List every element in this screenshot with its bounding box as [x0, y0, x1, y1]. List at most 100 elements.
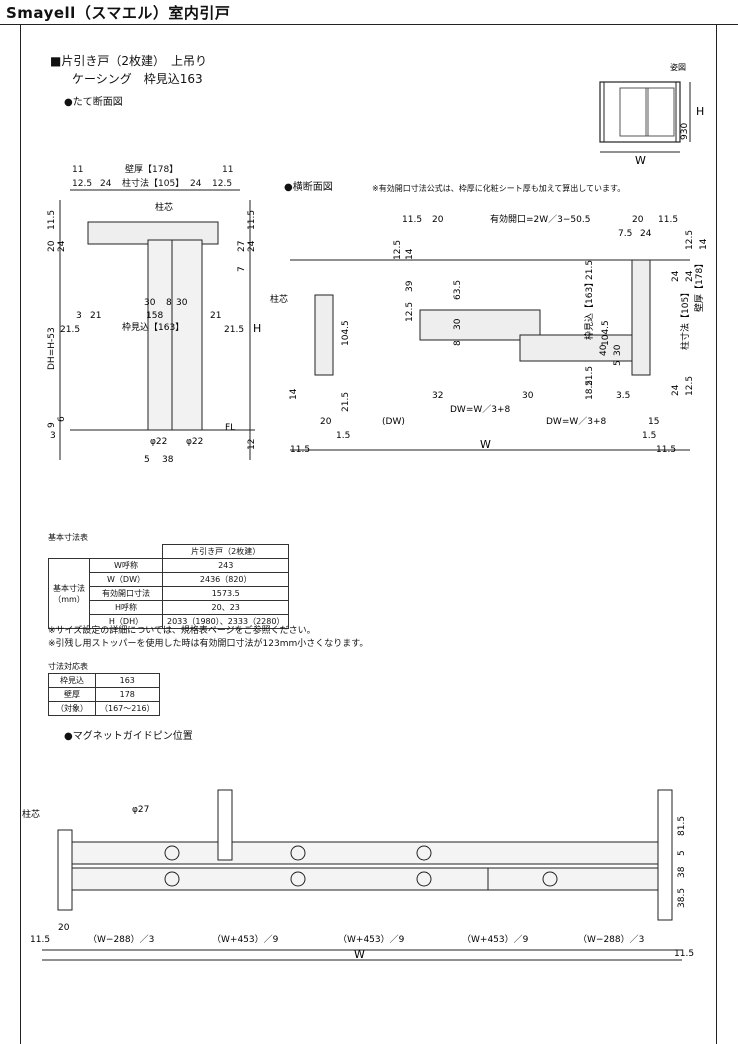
svg-text:柱芯: 柱芯: [155, 201, 173, 213]
svg-text:21.5: 21.5: [224, 325, 244, 335]
table1-header: 片引き戸（2枚建）: [161, 544, 290, 559]
svg-text:24: 24: [671, 384, 681, 396]
svg-text:20: 20: [432, 215, 444, 225]
svg-text:12: 12: [247, 439, 257, 450]
svg-text:壁厚【178】: 壁厚【178】: [125, 163, 178, 175]
note-2: ※引残し用ストッパーを使用した時は有効開口寸法が123mm小さくなります。: [48, 639, 369, 649]
svg-text:30: 30: [613, 344, 623, 356]
svg-text:6: 6: [57, 416, 67, 422]
svg-text:30: 30: [144, 298, 156, 308]
svg-text:14: 14: [405, 248, 415, 260]
guide-pin: [416, 871, 432, 887]
svg-text:20: 20: [47, 240, 57, 252]
page-frame: [20, 25, 717, 1044]
svg-text:20: 20: [58, 923, 70, 933]
svg-text:枠見込【163】: 枠見込【163】: [122, 321, 184, 333]
svg-text:38: 38: [162, 455, 174, 465]
svg-text:14: 14: [699, 238, 709, 250]
svg-text:柱寸法【105】: 柱寸法【105】: [122, 177, 184, 189]
section-horizontal-title: ●横断面図: [284, 182, 333, 193]
svg-text:11.5: 11.5: [674, 949, 694, 959]
svg-text:30: 30: [176, 298, 188, 308]
svg-text:5: 5: [613, 360, 623, 366]
svg-text:24: 24: [190, 179, 202, 189]
svg-text:14: 14: [289, 388, 299, 400]
svg-text:12.5: 12.5: [405, 302, 415, 322]
svg-text:30: 30: [522, 391, 534, 401]
svg-text:8: 8: [166, 298, 172, 308]
svg-text:12.5: 12.5: [212, 179, 232, 189]
svg-text:21: 21: [90, 311, 101, 321]
svg-text:11.5: 11.5: [247, 210, 257, 230]
svg-text:12.5: 12.5: [685, 376, 695, 396]
svg-text:柱芯: 柱芯: [22, 808, 40, 820]
heading-line2: ケーシング 枠見込163: [72, 72, 203, 86]
svg-text:11: 11: [222, 165, 233, 175]
svg-text:11: 11: [72, 165, 83, 175]
horizontal-note: ※有効開口寸法公式は、枠厚に化粧シート厚も加えて算出しています。: [372, 184, 626, 193]
svg-text:1.5: 1.5: [642, 431, 656, 441]
svg-text:（W+453）／9: （W+453）／9: [338, 934, 405, 945]
svg-text:12.5: 12.5: [393, 240, 403, 260]
key-plan-label: 姿図: [670, 62, 686, 72]
title-rule: [0, 24, 738, 25]
svg-text:H: H: [253, 322, 261, 335]
svg-text:φ22: φ22: [186, 437, 203, 447]
svg-text:W: W: [635, 154, 646, 167]
svg-text:20: 20: [320, 417, 332, 427]
svg-text:3: 3: [50, 431, 56, 441]
svg-text:5: 5: [144, 455, 150, 465]
page-title: Smayell（スマエル）室内引戸: [6, 4, 231, 22]
svg-text:5: 5: [677, 850, 687, 856]
svg-text:39: 39: [405, 280, 415, 292]
svg-text:7.5: 7.5: [618, 229, 632, 239]
svg-text:104.5: 104.5: [341, 320, 351, 346]
svg-text:15: 15: [648, 417, 659, 427]
svg-text:21.5: 21.5: [585, 366, 595, 386]
svg-text:11.5: 11.5: [658, 215, 678, 225]
section-magnet-title: ●マグネットガイドピン位置: [64, 731, 193, 742]
guide-pin: [164, 845, 180, 861]
svg-text:（W+453）／9: （W+453）／9: [462, 934, 529, 945]
note-1: ※サイズ設定の詳細については、規格表ページをご参照ください。: [48, 626, 316, 636]
svg-text:21.5: 21.5: [60, 325, 80, 335]
svg-text:158: 158: [146, 311, 163, 321]
svg-text:FL: FL: [225, 423, 235, 433]
svg-text:21: 21: [210, 311, 221, 321]
svg-text:18.5: 18.5: [585, 380, 595, 400]
svg-text:（W−288）／3: （W−288）／3: [578, 934, 644, 945]
svg-text:24: 24: [640, 229, 652, 239]
guide-pin: [290, 871, 306, 887]
svg-text:24: 24: [685, 270, 695, 282]
svg-text:930: 930: [680, 123, 690, 140]
section-vertical-title: ●たて断面図: [64, 97, 123, 108]
svg-text:32: 32: [432, 391, 443, 401]
svg-text:壁厚【178】: 壁厚【178】: [693, 259, 705, 312]
svg-text:24: 24: [100, 179, 112, 189]
svg-text:104.5: 104.5: [601, 320, 611, 346]
svg-text:（W+453）／9: （W+453）／9: [212, 934, 279, 945]
svg-text:3: 3: [76, 311, 82, 321]
key-plan: 姿図 W H 930: [599, 62, 704, 167]
svg-text:8: 8: [453, 340, 463, 346]
svg-text:21.5: 21.5: [341, 392, 351, 412]
svg-text:柱芯: 柱芯: [270, 293, 288, 305]
svg-text:枠見込【163】: 枠見込【163】: [583, 278, 595, 340]
svg-text:38.5: 38.5: [677, 888, 687, 908]
svg-text:24: 24: [57, 240, 67, 252]
svg-text:21.5: 21.5: [585, 260, 595, 280]
svg-text:φ22: φ22: [150, 437, 167, 447]
svg-text:24: 24: [247, 240, 257, 252]
table1-group: 基本寸法 （mm）: [48, 558, 90, 629]
svg-text:11.5: 11.5: [30, 935, 50, 945]
guide-pin: [416, 845, 432, 861]
vertical-section-drawing: 11 壁厚【178】 11 12.5 24 柱寸法【105】 24 12.5 柱…: [47, 163, 261, 465]
guide-pin: [290, 845, 306, 861]
table2-caption: 寸法対応表: [48, 662, 88, 671]
svg-text:11.5: 11.5: [290, 445, 310, 455]
heading-line1: ■片引き戸（2枚建） 上吊り: [50, 54, 207, 68]
svg-text:有効開口=2W／3−50.5: 有効開口=2W／3−50.5: [490, 213, 590, 225]
svg-text:DH=H-53: DH=H-53: [47, 327, 57, 370]
